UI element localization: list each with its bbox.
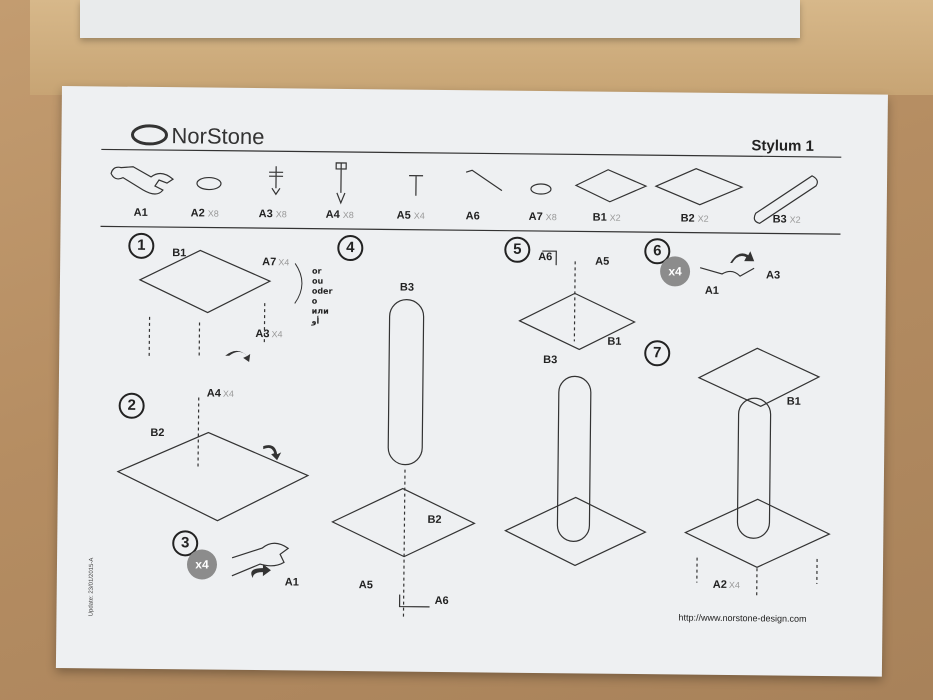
spike-icon xyxy=(269,166,284,196)
step4-label-b2: B2 xyxy=(427,513,442,526)
step5-plate xyxy=(518,292,636,351)
model-name: Stylum 1 xyxy=(751,137,815,155)
step6-label-a3: A3 xyxy=(765,269,781,282)
step-number-4: 4 xyxy=(337,234,364,262)
step-number-5: 5 xyxy=(504,236,531,263)
multiplier-badge-step3: x4 xyxy=(186,549,218,580)
rotate-arrow-icon-3 xyxy=(251,564,271,579)
spike-long-icon xyxy=(335,162,347,205)
step5-label-b1: B1 xyxy=(607,335,622,348)
step7-plate xyxy=(697,347,821,408)
step-number-1: 1 xyxy=(128,232,155,259)
step5-allen-key-icon xyxy=(542,250,557,266)
washer-icon xyxy=(196,176,222,191)
step6-wrench-icon xyxy=(699,267,755,277)
step4-label-b3: B3 xyxy=(399,281,415,294)
website-url: http://www.norstone-design.com xyxy=(678,612,807,624)
sheet-drawing xyxy=(100,124,842,620)
step4-plate xyxy=(331,487,476,558)
step2-label-b2: B2 xyxy=(150,426,165,440)
step5-tube xyxy=(556,375,592,542)
step2-plate xyxy=(116,431,310,522)
step4-allen-key-icon xyxy=(398,594,430,608)
brand-logo-icon xyxy=(130,124,168,146)
part-label-a1: A1 xyxy=(133,206,148,219)
step1-plate xyxy=(138,249,272,314)
rotate-arrow-icon xyxy=(225,350,251,362)
step4-label-a6: A6 xyxy=(434,594,449,608)
brand-name: NorStone xyxy=(171,123,265,150)
step5-label-a6: A6 xyxy=(538,250,553,264)
update-date: Update: 23/01/2015-A xyxy=(88,557,96,617)
step5-label-a5: A5 xyxy=(595,255,610,268)
step4-label-a5: A5 xyxy=(358,579,373,592)
step1-label-b1: B1 xyxy=(172,247,187,260)
step5-base xyxy=(503,496,647,567)
allen-key-icon xyxy=(465,169,503,192)
step3-label-a1: A1 xyxy=(284,576,299,589)
step3-wrench-icon xyxy=(231,542,290,577)
screw-icon xyxy=(409,175,424,196)
step5-label-b3: B3 xyxy=(543,354,558,367)
rotate-arrow-icon-2 xyxy=(263,445,282,461)
step-number-7: 7 xyxy=(644,340,671,367)
plate-b2-icon xyxy=(654,167,744,206)
part-label-a6: A6 xyxy=(465,210,480,223)
step7-base xyxy=(683,498,831,568)
step4-tube xyxy=(387,299,425,466)
foot-pad-icon xyxy=(530,183,552,195)
paper-stack xyxy=(80,0,800,38)
plate-b1-icon xyxy=(574,169,648,203)
rotate-arrow-icon-4 xyxy=(730,251,755,264)
multiplier-badge-step6: x4 xyxy=(659,256,691,287)
tube-b3-icon xyxy=(753,175,818,224)
step6-label-a1: A1 xyxy=(704,284,720,297)
step7-label-b1: B1 xyxy=(786,395,801,408)
step7-tube xyxy=(736,397,772,539)
wrench-icon xyxy=(110,166,175,195)
step-number-2: 2 xyxy=(118,392,145,419)
